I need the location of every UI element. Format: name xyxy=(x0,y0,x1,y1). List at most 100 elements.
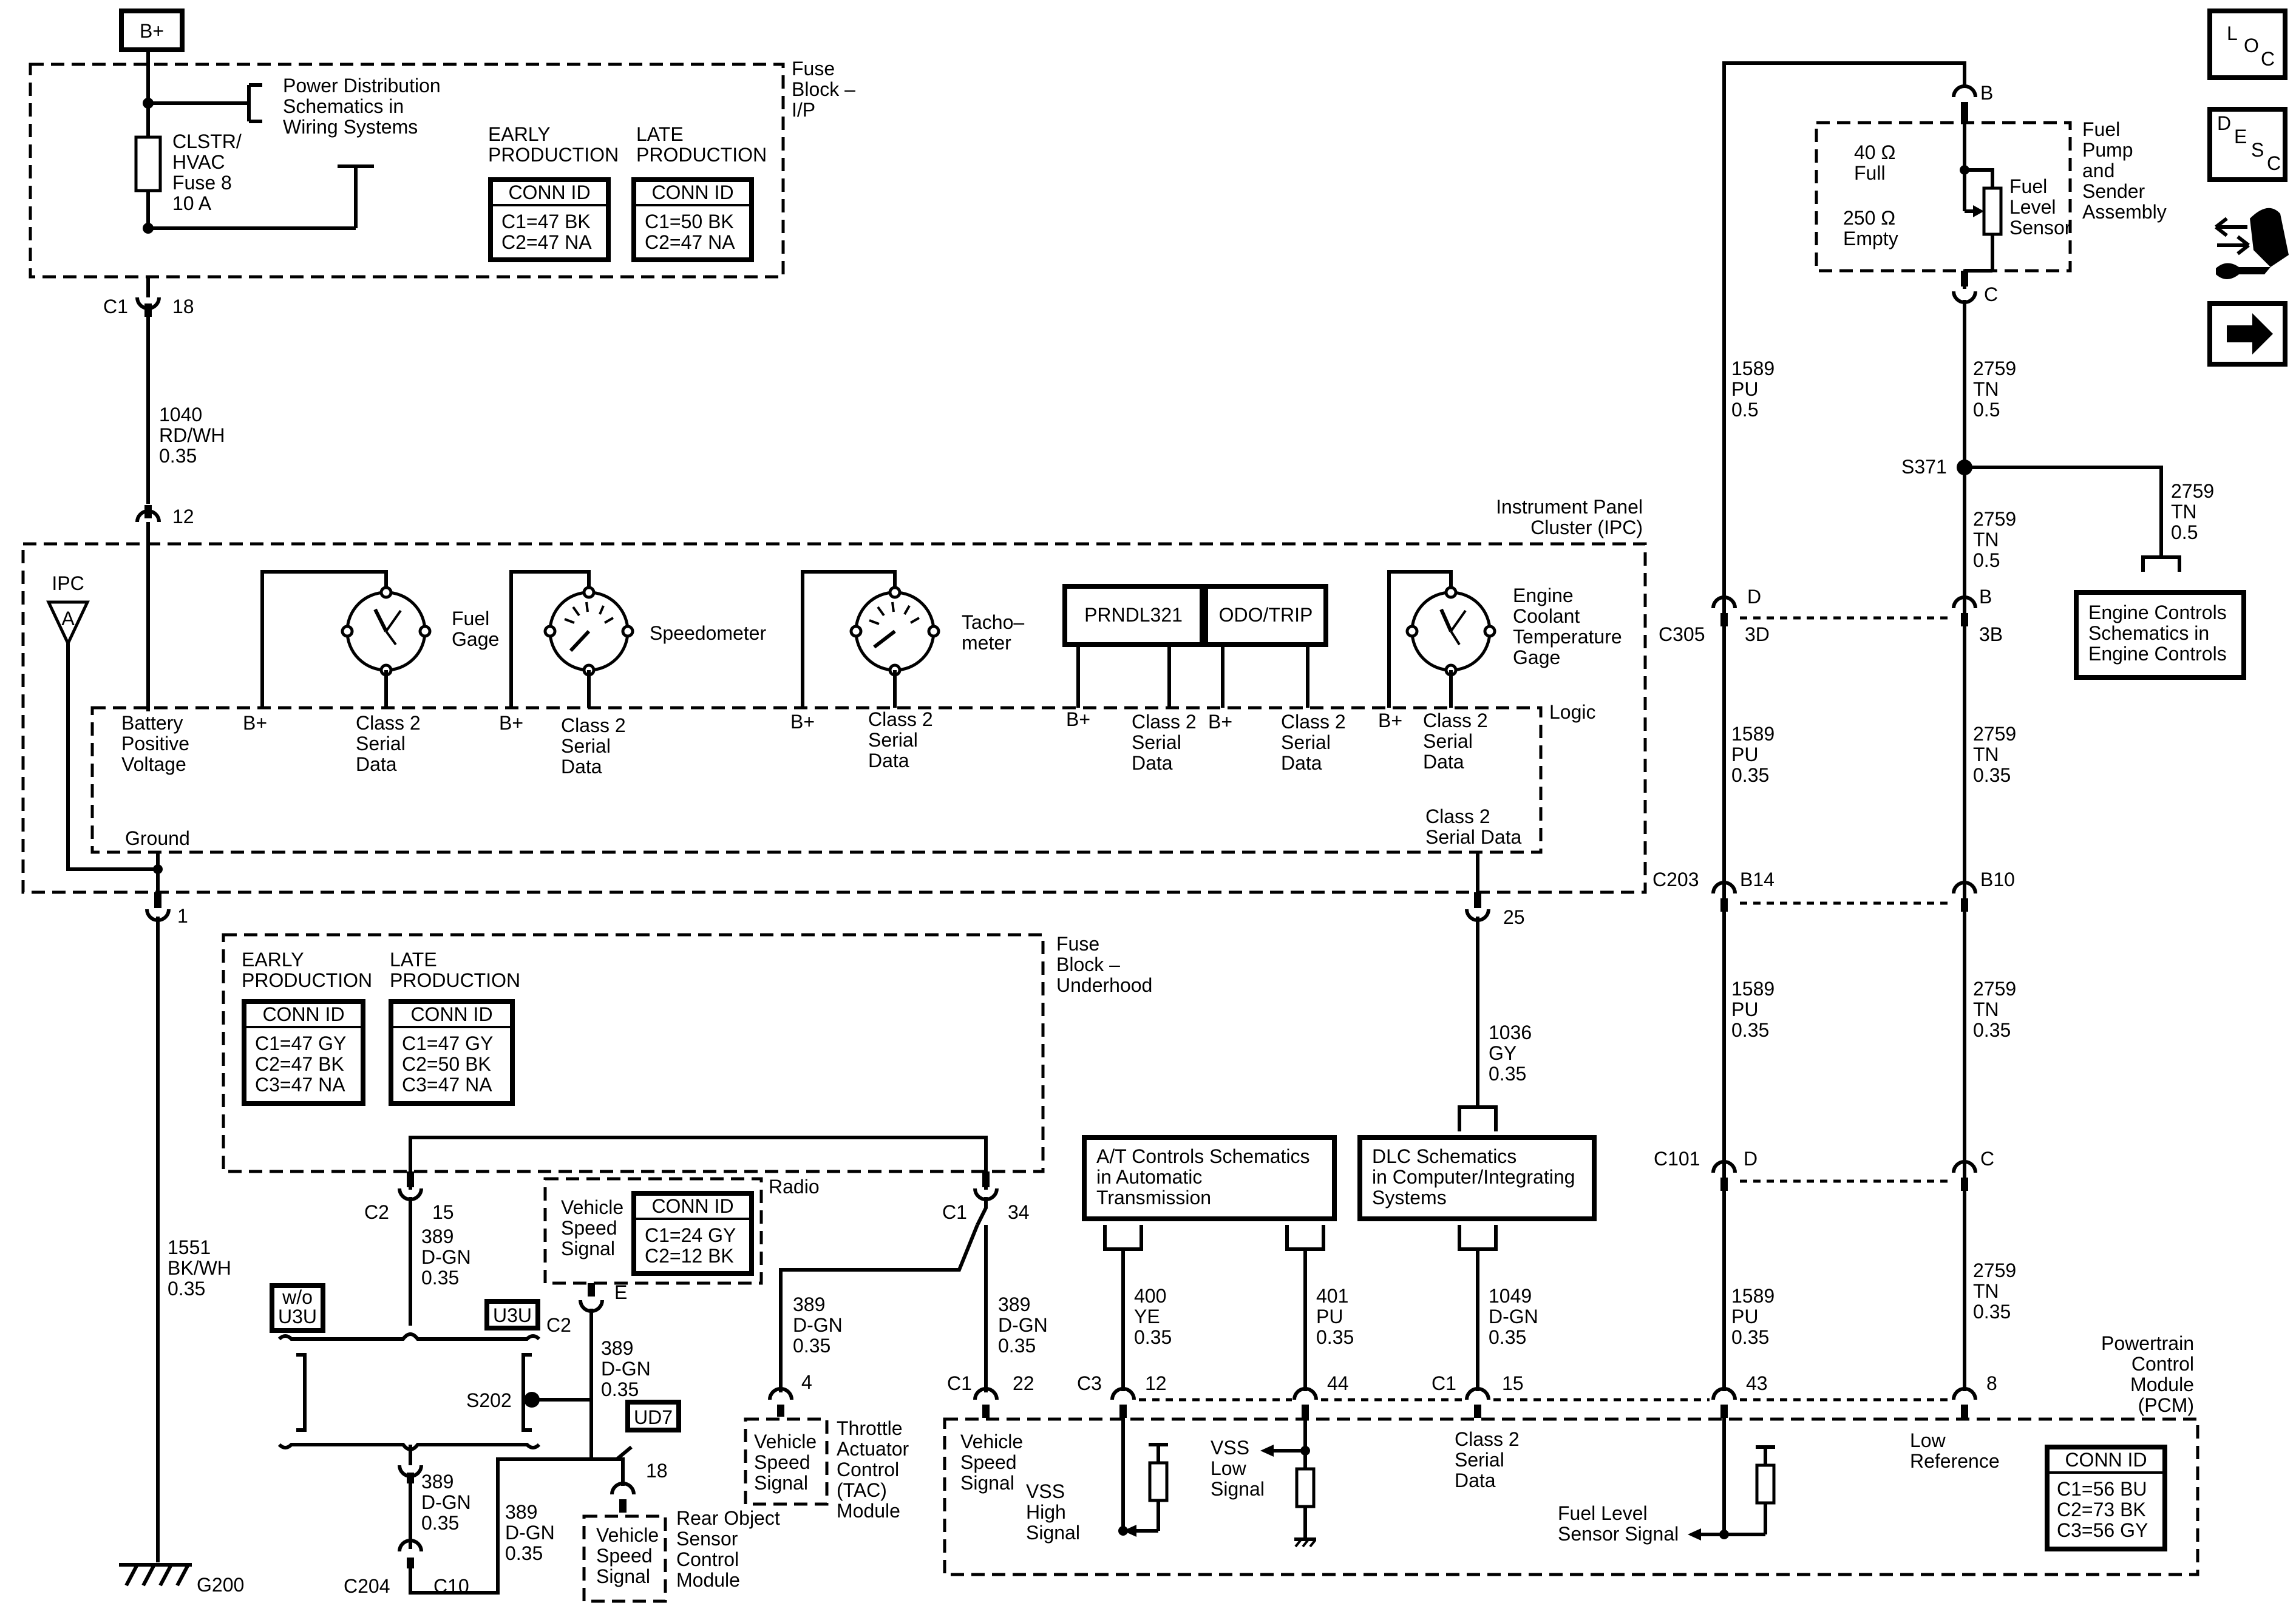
tac-vss-label: Vehicle xyxy=(754,1431,817,1453)
resistor-icon xyxy=(1148,1461,1169,1502)
wire-label: 0.35 xyxy=(998,1335,1036,1357)
connector-wrench-icon[interactable] xyxy=(2215,208,2289,279)
pin-label: 3B xyxy=(1979,623,2003,645)
pin-label: D xyxy=(1747,586,1761,608)
pin-label: 8 xyxy=(1986,1372,1997,1394)
engine-controls-box[interactable] xyxy=(2074,590,2246,680)
wire-label: 1589 xyxy=(1731,723,1775,745)
conn-id-header: CONN ID xyxy=(508,181,590,203)
fuel-level-sensor-icon xyxy=(1982,186,2003,236)
engine-box-label: Engine Controls xyxy=(2088,602,2227,623)
conn-id-header: CONN ID xyxy=(410,1003,492,1025)
wire-label: 0.35 xyxy=(1489,1326,1526,1348)
class2-label: Serial xyxy=(868,729,918,751)
dlc-box-label: Systems xyxy=(1372,1187,1447,1209)
loc-letter: C xyxy=(2261,48,2275,70)
bplus-pin: B+ xyxy=(243,712,267,734)
pin-label: 12 xyxy=(172,506,194,527)
fls-label: Sensor xyxy=(2009,217,2071,239)
wire-label: D-GN xyxy=(601,1358,651,1380)
fuse-block-ip-title: Block – xyxy=(792,78,855,100)
late-production-label: LATE xyxy=(636,123,684,145)
class2-label: Serial xyxy=(1132,731,1181,753)
option-wo-u3u xyxy=(270,1283,325,1333)
radio-vss-label: Vehicle xyxy=(561,1196,623,1218)
wire-label: PU xyxy=(1731,378,1758,400)
full-label: 40 Ω xyxy=(1854,141,1895,163)
radio-label: Radio xyxy=(769,1176,820,1198)
wire-label: 0.35 xyxy=(1731,1326,1769,1348)
conn-id-row: C2=73 BK xyxy=(2057,1499,2146,1520)
pin-label: C xyxy=(1984,283,1998,305)
dlc-schematics-box[interactable] xyxy=(1357,1135,1597,1221)
wire-label: TN xyxy=(1973,378,1999,400)
class2-label: Data xyxy=(1281,752,1322,774)
batt-label: Battery xyxy=(121,712,183,734)
next-arrow-button[interactable] xyxy=(2207,301,2288,367)
fuel-pump-label: and xyxy=(2082,160,2114,181)
ect-label: Temperature xyxy=(1513,626,1622,648)
radio-vss-label: Speed xyxy=(561,1217,617,1239)
rear-vss-label: Speed xyxy=(596,1545,653,1567)
pin-label: B xyxy=(1979,586,1992,608)
fuse-label: Fuse 8 xyxy=(172,172,232,194)
fuel-level-signal-label: Fuel Level xyxy=(1558,1502,1648,1524)
class2-label: Data xyxy=(868,750,909,771)
at-schematics-box[interactable] xyxy=(1082,1135,1337,1221)
desc-letter: C xyxy=(2267,152,2281,174)
pcm-vss-label: Speed xyxy=(960,1451,1017,1473)
early-production-label: EARLY xyxy=(242,949,304,971)
class2-serial-label: Serial Data xyxy=(1425,826,1522,848)
wire-label: PU xyxy=(1731,998,1758,1020)
loc-letter: L xyxy=(2227,22,2238,44)
wire-label: D-GN xyxy=(421,1246,471,1268)
tac-module-label: Throttle xyxy=(837,1417,902,1439)
class2-label: Class 2 xyxy=(1132,711,1197,733)
pin-label: D xyxy=(1744,1148,1758,1170)
wire-label: 2759 xyxy=(1973,1259,2016,1281)
conn-id-table xyxy=(389,999,515,1106)
g200-label: G200 xyxy=(197,1574,244,1596)
early-production-label: PRODUCTION xyxy=(488,144,619,166)
fls-label: Fuel xyxy=(2009,175,2047,197)
fuel-pump-label: Pump xyxy=(2082,139,2133,161)
tac-module-label: Module xyxy=(837,1500,900,1522)
option-label: w/o xyxy=(282,1286,313,1308)
batt-label: Voltage xyxy=(121,753,186,775)
tac-outline xyxy=(744,1417,829,1506)
pin-label: 22 xyxy=(1013,1372,1034,1394)
pin-label: 15 xyxy=(432,1201,454,1223)
dlc-box-label: in Computer/Integrating xyxy=(1372,1166,1575,1188)
ipc-badge-label: IPC xyxy=(52,572,84,594)
pin-label: 25 xyxy=(1503,906,1525,928)
wire-label: 401 xyxy=(1316,1285,1348,1307)
wire-label: YE xyxy=(1134,1306,1160,1327)
pcm-title: Module xyxy=(2130,1374,2194,1395)
underhood-title: Block – xyxy=(1056,954,1120,975)
option-label: U3U xyxy=(278,1306,317,1327)
pin-label: 34 xyxy=(1008,1201,1030,1223)
rear-vss-label: Vehicle xyxy=(596,1524,659,1546)
low-ref-label: Low xyxy=(1910,1429,1946,1451)
wire-label: 0.35 xyxy=(1973,764,2011,786)
desc-button[interactable]: D E S C xyxy=(2207,107,2288,182)
pin-label: B14 xyxy=(1740,869,1775,890)
early-production-label: EARLY xyxy=(488,123,551,145)
bplus-pin: B+ xyxy=(1066,708,1090,730)
wire-label: GY xyxy=(1489,1042,1517,1064)
connector-label: C2 xyxy=(546,1314,571,1336)
rear-vss-label: Signal xyxy=(596,1565,650,1587)
wire-label: 0.35 xyxy=(1489,1063,1526,1085)
wire-label: 0.35 xyxy=(601,1378,639,1400)
pcm-outline xyxy=(943,1417,2199,1576)
fuel-pump-label: Assembly xyxy=(2082,201,2167,223)
loc-button[interactable]: L O C xyxy=(2207,8,2288,80)
connector-label: C203 xyxy=(1652,869,1699,890)
class2-serial-label: Class 2 xyxy=(1425,805,1490,827)
splice-s202 xyxy=(524,1392,540,1408)
wire-label: PU xyxy=(1731,1306,1758,1327)
at-box-label: A/T Controls Schematics xyxy=(1096,1145,1310,1167)
arrow-right-icon xyxy=(2227,313,2273,354)
tac-module-label: Actuator xyxy=(837,1438,909,1460)
